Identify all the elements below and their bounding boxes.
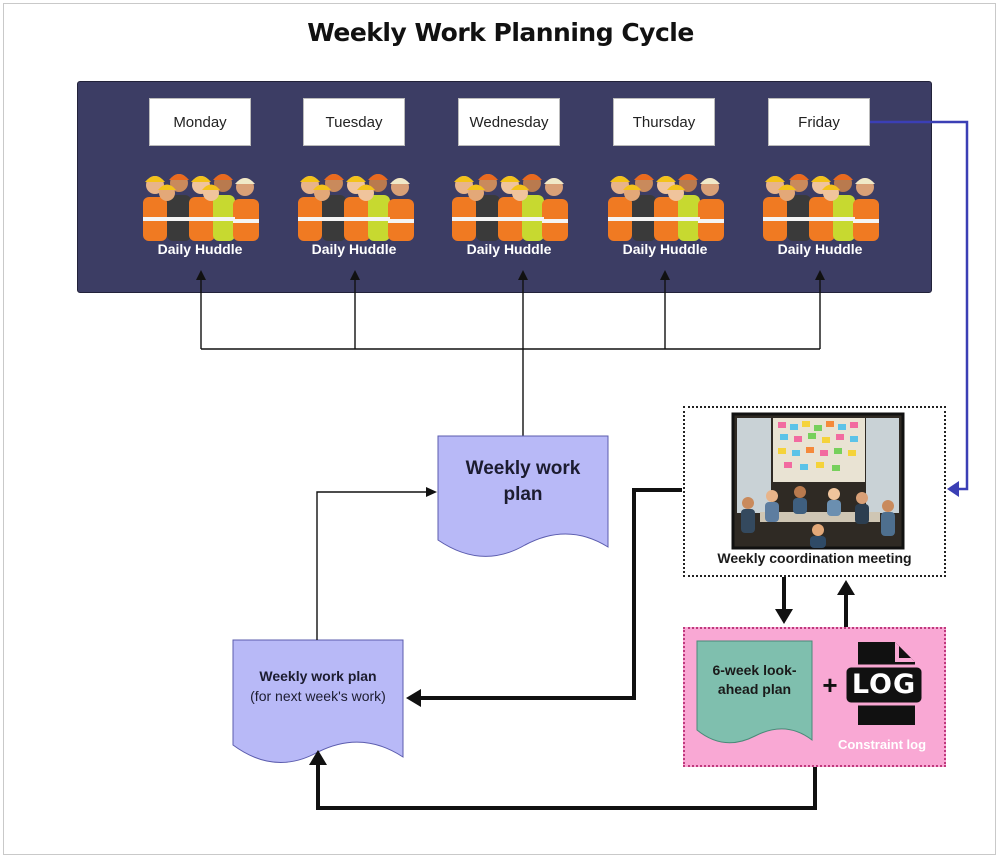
diagram-title: Weekly Work Planning Cycle [307, 18, 694, 47]
lookahead-line1: 6-week look- [712, 662, 797, 678]
weekly-coordination-meeting-label: Weekly coordination meeting [717, 550, 912, 566]
diagram-frame [3, 3, 996, 855]
next-week-plan-title: Weekly work plan [259, 668, 377, 684]
lookahead-plan-document: 6-week look- ahead plan [697, 661, 812, 699]
weekly-work-plan-document: Weekly work plan [438, 456, 608, 508]
meeting-photo [731, 412, 905, 550]
day-box-thursday: Thursday [613, 98, 715, 146]
huddle-label-wednesday: Daily Huddle [466, 241, 552, 257]
plus-symbol: + [822, 670, 838, 700]
next-week-plan-document: Weekly work plan (for next week's work) [233, 666, 403, 706]
day-box-monday: Monday [149, 98, 251, 146]
huddle-label-thursday: Daily Huddle [622, 241, 708, 257]
huddle-label-monday: Daily Huddle [157, 241, 243, 257]
weekly-plan-line1: Weekly work [465, 458, 581, 479]
day-box-friday: Friday [768, 98, 870, 146]
log-file-icon [843, 642, 925, 725]
day-box-wednesday: Wednesday [458, 98, 560, 146]
log-icon-text: LOG [851, 669, 917, 700]
huddle-label-tuesday: Daily Huddle [311, 241, 397, 257]
day-box-tuesday: Tuesday [303, 98, 405, 146]
lookahead-line2: ahead plan [717, 681, 792, 697]
constraint-log-label: Constraint log [837, 737, 927, 752]
huddle-label-friday: Daily Huddle [777, 241, 863, 257]
next-week-plan-subtitle: (for next week's work) [250, 688, 386, 704]
weekly-plan-line2: plan [503, 484, 543, 505]
